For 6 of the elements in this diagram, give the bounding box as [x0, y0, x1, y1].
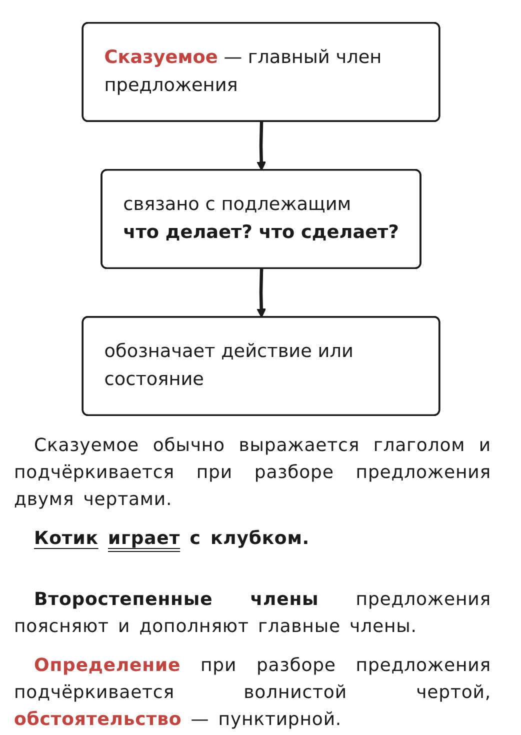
arrow [256, 122, 266, 171]
paragraph-text: Определение при разборе предложения подчёркивается волнистой чертой, обстоятельство — пунктирной. [14, 654, 491, 732]
paragraph-text: Второстепенные члены предложения поясняют и дополняют главные члены. [14, 588, 491, 639]
example-sentence: Котик играет с клубком. [33, 527, 311, 551]
paragraph-text: Сказуемое обычно выражается глаголом и подчёркивается при разборе предложения двумя чертами. [14, 434, 491, 512]
arrow [256, 268, 266, 318]
